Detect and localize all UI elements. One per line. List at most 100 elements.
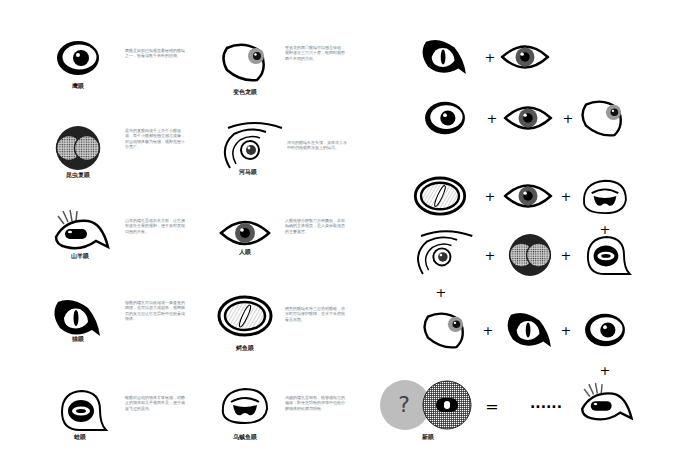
- eye-part: [65, 229, 87, 239]
- eye-name: 昆虫复眼: [46, 172, 110, 179]
- insect-eye-icon: [56, 126, 100, 170]
- eye-part: [225, 129, 266, 168]
- eye-entry: 河马眼 河马的眼睛长在头顶，身体潜入水中时仍能观察水面上的情况。: [216, 122, 351, 178]
- eye-name: 鹰眼: [46, 83, 110, 90]
- eye-part: [233, 405, 257, 415]
- eye-part: [606, 105, 621, 120]
- eye-part: [248, 147, 251, 150]
- plus-sign: +: [483, 324, 494, 337]
- eye-part: [441, 49, 446, 64]
- eye-part: [505, 108, 551, 129]
- eye-part: [597, 252, 614, 261]
- eye-part: [448, 317, 463, 332]
- eye-part: [440, 254, 443, 257]
- eye-part: [415, 178, 464, 214]
- description-text: 山羊的瞳孔呈横向长方形，让它拥有接近全景的视野，便于及时发现周围的天敌。: [125, 218, 187, 234]
- eye-name: 人眼: [213, 249, 277, 256]
- eye-part: [585, 314, 625, 346]
- eye-part: [225, 302, 265, 330]
- eye-entry: 鹰眼 鹰眼是目前已知视觉最敏锐的眼睛之一，能看清数千米外的猎物。: [46, 32, 189, 92]
- eagle-eye-icon: [57, 41, 99, 75]
- eye-name: 变色龙眼: [213, 89, 277, 96]
- description-text: 人眼能够分辨数百万种颜色，具有精确的立体视觉，是人类获取信息的主要器官。: [285, 218, 347, 234]
- eye-part: [57, 41, 99, 75]
- description-text: 昆虫的复眼由成千上万个小眼组成，每个小眼都能独立感光成像，对运动物体极为敏感，视…: [125, 128, 187, 150]
- plus-sign: +: [485, 249, 496, 262]
- eye-part: [454, 322, 456, 324]
- eagle-eye-icon: [585, 314, 625, 346]
- plus-sign: +: [485, 51, 496, 64]
- eye-part: [253, 52, 261, 60]
- eye-entry: 变色龙眼 变色龙的两只眼睛可以独立转动，视野接近三百六十度，能同时观察两个不同的方…: [213, 36, 349, 98]
- eye-part: [426, 244, 452, 270]
- eye-part: [519, 109, 538, 128]
- cuttle-eye-icon: [584, 181, 626, 213]
- goat-eye-icon: [56, 210, 108, 248]
- eye-part: [228, 123, 282, 128]
- description-text: 猫眼的瞳孔可以收缩成一条竖直的细缝，也可以放大成圆形，视网膜后的反光层让它在黑暗…: [125, 300, 187, 322]
- eye-part: [238, 304, 253, 328]
- eye-name: 河马眼: [216, 169, 280, 176]
- eye-part: [68, 400, 94, 422]
- hippo-eye-icon: [418, 231, 472, 274]
- eye-part: [76, 409, 86, 413]
- eye-part: [54, 300, 100, 336]
- description-text: 变色龙的两只眼睛可以独立转动，视野接近三百六十度，能同时观察两个不同的方向。: [285, 45, 347, 61]
- eye-part: [509, 234, 551, 276]
- eye-part: [56, 221, 108, 248]
- eye-part: [233, 136, 260, 164]
- human-eye-icon: [502, 47, 548, 68]
- eye-name: ?: [381, 394, 427, 416]
- eye-name: 新眼: [404, 434, 452, 441]
- plus-sign: +: [600, 223, 611, 236]
- eye-part: [421, 231, 472, 236]
- chameleon-eye-icon: [425, 314, 463, 348]
- croc-eye-icon: [219, 297, 271, 335]
- eye-part: [235, 223, 255, 243]
- cuttle-eye-icon: [223, 389, 267, 423]
- eye-part: [423, 381, 471, 429]
- eye-part: [523, 113, 533, 123]
- eye-part: [430, 105, 462, 129]
- plus-sign: +: [561, 324, 572, 337]
- eye-part: [590, 317, 622, 341]
- eye-part: [588, 237, 630, 274]
- eye-part: [231, 398, 259, 402]
- eye-part: [594, 403, 598, 405]
- eye-part: [523, 191, 526, 194]
- eye-part: [418, 237, 457, 274]
- eye-part: [443, 113, 447, 117]
- description-text: 河马的眼睛长在头顶，身体潜入水中时仍能观察水面上的情况。: [287, 140, 349, 151]
- eye-part: [505, 186, 551, 207]
- insect-eye-icon: [509, 234, 551, 276]
- eye-name: 猫眼: [46, 336, 110, 343]
- cat-eye-icon: [508, 313, 551, 347]
- eye-part: [73, 50, 89, 66]
- eye-part: [438, 252, 448, 262]
- plus-sign: +: [561, 249, 572, 262]
- eye-part: [591, 401, 612, 411]
- eye-part: [68, 231, 72, 233]
- eye-part: [520, 52, 523, 55]
- description-text: 乌贼的瞳孔呈W形，能够感知光的偏振，即使在昏暗的深海中也能分辨物体的轮廓与明暗。: [285, 395, 347, 411]
- eye-part: [611, 109, 619, 117]
- eye-part: [519, 187, 538, 206]
- human-eye-icon: [505, 108, 551, 129]
- eye-part: [425, 102, 465, 134]
- eye-part: [517, 321, 540, 340]
- eagle-eye-icon: [425, 102, 465, 134]
- goat-eye-icon: [582, 383, 631, 419]
- plus-sign: +: [485, 190, 496, 203]
- eye-part: [246, 145, 256, 155]
- eye-part: [56, 126, 100, 170]
- eye-part: [219, 297, 271, 335]
- eye-part: [421, 183, 459, 210]
- eye-part: [444, 401, 450, 409]
- human-eye-icon: [221, 222, 269, 244]
- eye-part: [584, 181, 626, 213]
- eye-part: [240, 228, 250, 238]
- description-text: 鹰眼是目前已知视觉最敏锐的眼睛之一，能看清数千米外的猎物。: [125, 48, 187, 59]
- eye-name: 乌贼鱼眼: [213, 434, 277, 441]
- eye-part: [600, 322, 615, 337]
